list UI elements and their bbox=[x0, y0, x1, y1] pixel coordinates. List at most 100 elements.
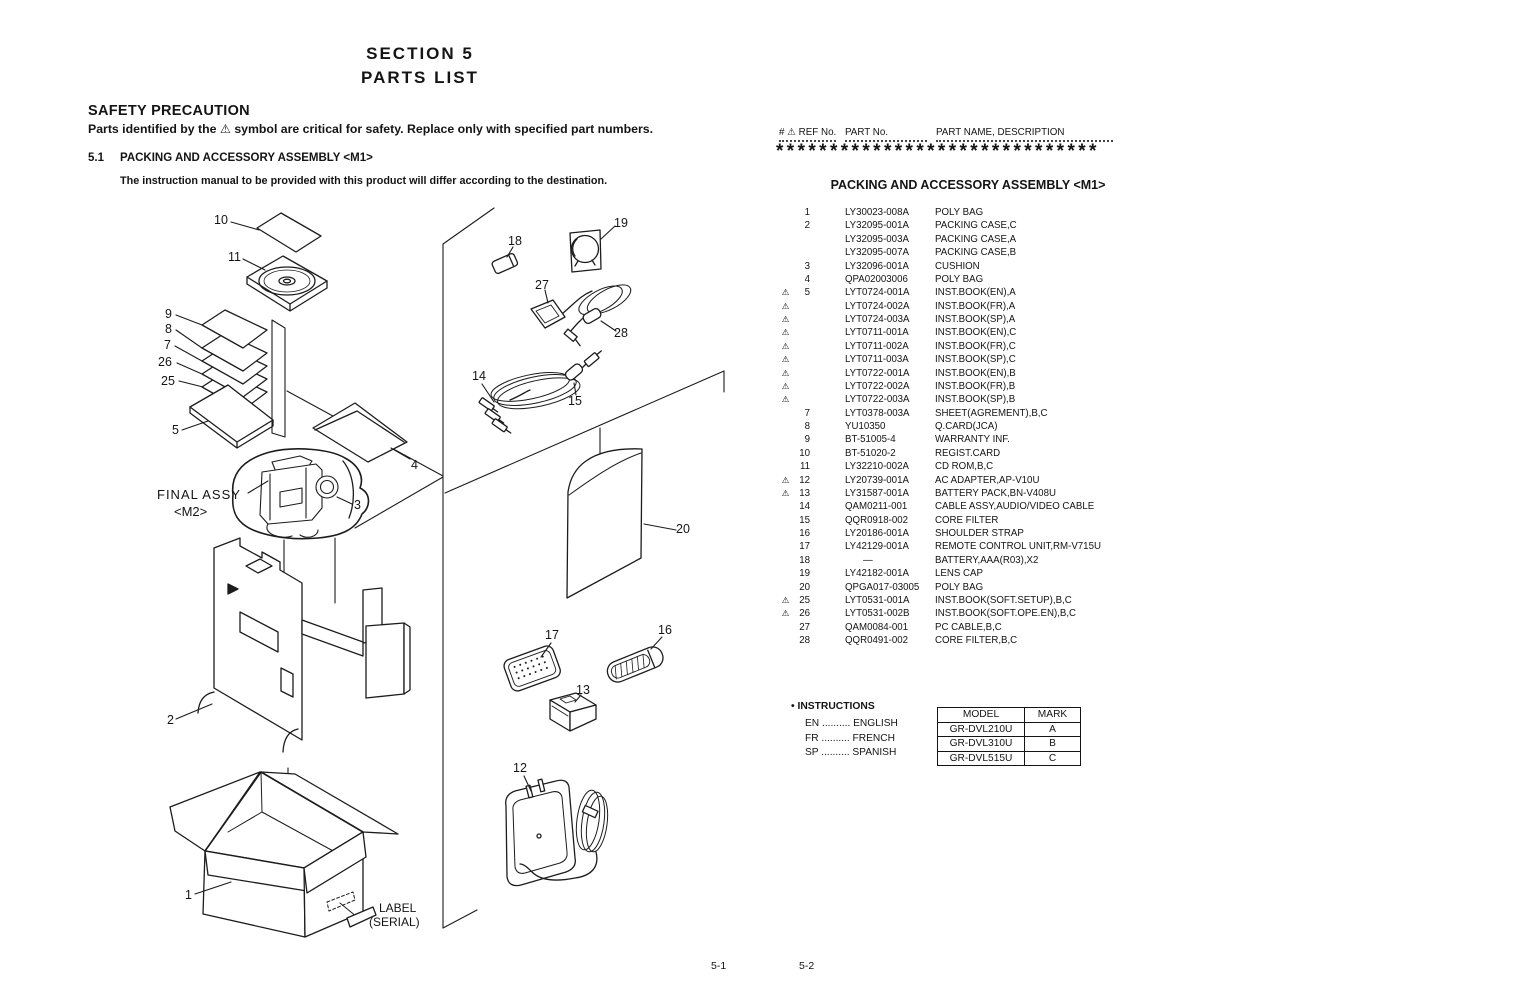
parts-cell-ref: 18 bbox=[799, 554, 810, 566]
parts-row: 10 BT-51020-2 REGIST.CARD bbox=[778, 447, 1128, 460]
callout-1: 1 bbox=[185, 888, 192, 902]
battery-pack-drawing bbox=[549, 692, 597, 732]
parts-cell-ref: 17 bbox=[799, 541, 810, 553]
parts-cell-desc: CD ROM,B,C bbox=[935, 461, 994, 473]
callout-3: 3 bbox=[354, 498, 361, 512]
parts-cell-part: LYT0711-002A bbox=[845, 340, 909, 352]
parts-cell-ref: 10 bbox=[799, 447, 810, 459]
parts-cell-part: BT-51005-4 bbox=[845, 434, 896, 446]
parts-cell-desc: INST.BOOK(FR),A bbox=[935, 300, 1016, 312]
cd-rom-drawing bbox=[246, 255, 328, 312]
instruction-legend-item: FR .......... FRENCH bbox=[805, 732, 895, 744]
parts-cell-part: LY20186-001A bbox=[845, 528, 909, 539]
parts-cell-part: LY42129-001A bbox=[845, 541, 909, 553]
parts-cell-flag: ⚠ bbox=[781, 300, 790, 311]
parts-cell-part: LY42182-001A bbox=[845, 568, 909, 580]
parts-cell-part: LYT0378-003A bbox=[845, 407, 910, 419]
parts-cell-ref: 4 bbox=[804, 273, 810, 285]
parts-cell-flag: ⚠ bbox=[781, 340, 790, 351]
safety-precaution-heading: SAFETY PRECAUTION bbox=[88, 103, 250, 119]
parts-cell-desc: PACKING CASE,A bbox=[935, 233, 1017, 245]
parts-cell-part: LYT0724-002A bbox=[845, 300, 910, 312]
instructions-heading: • INSTRUCTIONS bbox=[791, 701, 875, 712]
shoulder-strap-drawing bbox=[606, 646, 664, 683]
callout-19: 19 bbox=[614, 216, 628, 230]
ac-adapter-drawing bbox=[505, 778, 609, 887]
parts-cell-ref: 13 bbox=[799, 487, 810, 499]
parts-cell-desc: REGIST.CARD bbox=[935, 447, 1001, 459]
callout-5: 5 bbox=[172, 423, 179, 437]
parts-cell-part: LYT0724-001A bbox=[845, 287, 910, 299]
parts-cell-desc: Q.CARD(JCA) bbox=[935, 421, 998, 432]
parts-cell-part: QQR0918-002 bbox=[845, 514, 909, 526]
final-assy-m2-label: <M2> bbox=[174, 504, 208, 519]
parts-cell-part: LYT0722-001A bbox=[845, 367, 910, 379]
callout-27: 27 bbox=[535, 278, 549, 292]
parts-cell-part: LYT0711-001A bbox=[845, 327, 909, 339]
section-title-line1: SECTION 5 bbox=[366, 44, 474, 63]
header-underline bbox=[936, 139, 1113, 142]
core-filter-28-drawing bbox=[582, 307, 602, 325]
serial-label-drawing bbox=[326, 891, 377, 928]
parts-cell-desc: CUSHION bbox=[935, 260, 980, 272]
callout-10: 10 bbox=[214, 213, 228, 227]
parts-cell-ref: 16 bbox=[799, 528, 810, 539]
parts-cell-ref: 15 bbox=[799, 514, 810, 526]
parts-cell-desc: INST.BOOK(FR),B bbox=[935, 380, 1016, 392]
callout-11: 11 bbox=[228, 250, 241, 264]
parts-cell-desc: PC CABLE,B,C bbox=[935, 621, 1002, 633]
parts-cell-ref: 9 bbox=[804, 434, 810, 446]
callout-9: 9 bbox=[165, 307, 172, 321]
callout-28: 28 bbox=[614, 326, 628, 340]
parts-cell-desc: PACKING CASE,B bbox=[935, 247, 1017, 259]
exploded-parts-diagram bbox=[169, 207, 725, 938]
callout-17: 17 bbox=[545, 628, 559, 642]
parts-cell-desc: INST.BOOK(SP),B bbox=[935, 394, 1016, 406]
parts-cell-desc: CABLE ASSY,AUDIO/VIDEO CABLE bbox=[935, 501, 1095, 513]
parts-cell-desc: INST.BOOK(FR),C bbox=[935, 340, 1016, 352]
model-table-row-cell: GR-DVL210U bbox=[937, 721, 1025, 738]
parts-header-ref: # ⚠ REF No. bbox=[779, 127, 837, 138]
parts-group-title: PACKING AND ACCESSORY ASSEMBLY <M1> bbox=[830, 178, 1106, 192]
assembly-section-note: The instruction manual to be provided wi… bbox=[120, 175, 608, 187]
parts-row: ⚠ LYT0724-002A INST.BOOK(FR),A bbox=[778, 300, 1128, 313]
parts-cell-ref: 3 bbox=[804, 260, 810, 272]
parts-cell-desc: INST.BOOK(EN),C bbox=[935, 327, 1017, 339]
parts-cell-desc: INST.BOOK(SOFT.OPE.EN),B,C bbox=[935, 608, 1077, 620]
callout-18: 18 bbox=[508, 234, 522, 248]
parts-cell-desc: POLY BAG bbox=[935, 207, 984, 218]
parts-cell-part: LY32210-002A bbox=[845, 461, 909, 473]
parts-cell-desc: PACKING CASE,C bbox=[935, 220, 1017, 232]
parts-row: 18—BATTERY,AAA(R03),X2 bbox=[778, 554, 1128, 567]
parts-cell-ref: 1 bbox=[804, 207, 810, 218]
poly-bag-drawing bbox=[566, 448, 643, 599]
assembly-section-number: 5.1 bbox=[88, 152, 104, 164]
parts-cell-part: BT-51020-2 bbox=[845, 447, 896, 459]
parts-header-description: PART NAME, DESCRIPTION bbox=[936, 127, 1065, 138]
model-table-row-cell: B bbox=[1024, 736, 1081, 752]
parts-cell-part: LY20739-001A bbox=[845, 474, 909, 486]
envelope-drawing bbox=[312, 402, 408, 463]
parts-cell-flag: ⚠ bbox=[781, 367, 790, 378]
parts-cell-desc: POLY BAG bbox=[935, 273, 984, 285]
parts-cell-part: LYT0722-003A bbox=[845, 394, 910, 406]
parts-cell-desc: INST.BOOK(SP),C bbox=[935, 354, 1016, 366]
